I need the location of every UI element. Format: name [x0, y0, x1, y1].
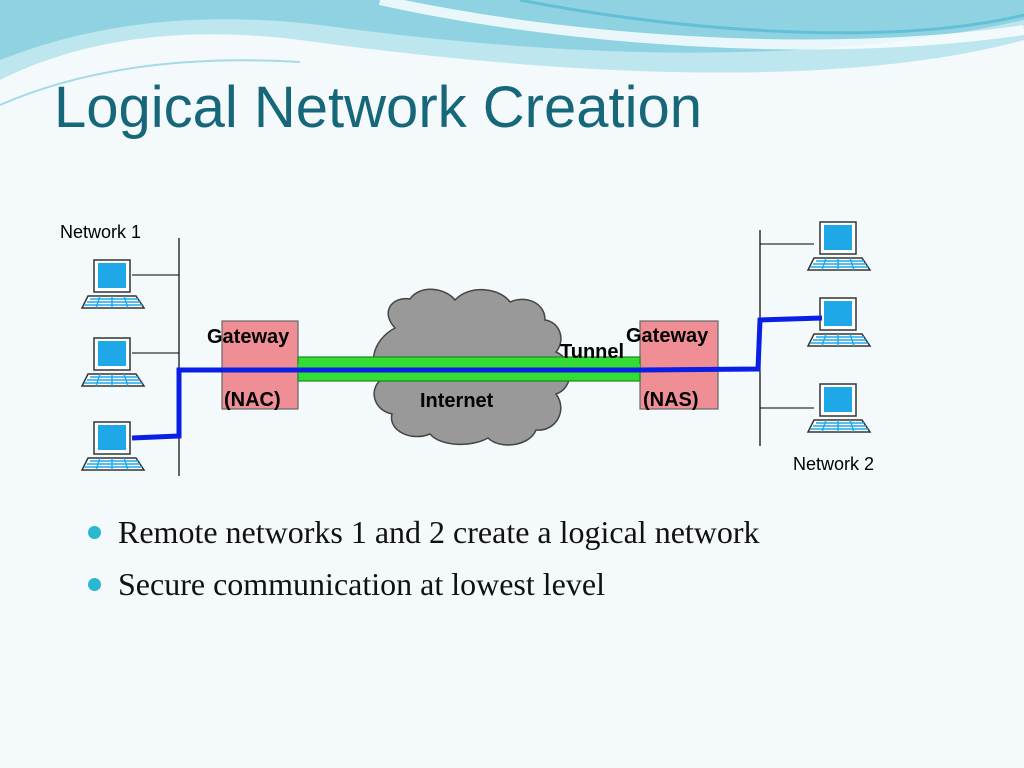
- computer-icon: [807, 383, 871, 433]
- gateway-right-role: (NAS): [643, 389, 699, 411]
- page-title: Logical Network Creation: [54, 75, 702, 140]
- network-diagram: Network 1 Network 2 Gateway (NAC) Gatewa…: [60, 221, 874, 476]
- bullet-item: Remote networks 1 and 2 create a logical…: [88, 510, 760, 562]
- bullet-item: Secure communication at lowest level: [88, 562, 760, 614]
- bullet-text: Secure communication at lowest level: [118, 566, 605, 602]
- computer-icon: [81, 259, 145, 309]
- network1-label: Network 1: [60, 222, 141, 242]
- bullet-dot-icon: [88, 578, 101, 591]
- logical-link: [131, 315, 823, 441]
- gateway-right-label: Gateway: [626, 325, 709, 347]
- header-swoosh: [0, 0, 1024, 106]
- gateway-left-label: Gateway: [207, 326, 290, 348]
- bullet-dot-icon: [88, 526, 101, 539]
- computer-icon: [81, 337, 145, 387]
- bullet-list: Remote networks 1 and 2 create a logical…: [88, 510, 760, 614]
- network2-label: Network 2: [793, 454, 874, 474]
- gateway-left-role: (NAC): [224, 389, 281, 411]
- bullet-text: Remote networks 1 and 2 create a logical…: [118, 514, 760, 550]
- gateway-nac-box: [221, 320, 299, 410]
- computer-icon: [81, 421, 145, 471]
- internet-label: Internet: [420, 390, 494, 412]
- tunnel-label: Tunnel: [560, 341, 624, 363]
- computer-icon: [807, 221, 871, 271]
- computer-icon: [807, 297, 871, 347]
